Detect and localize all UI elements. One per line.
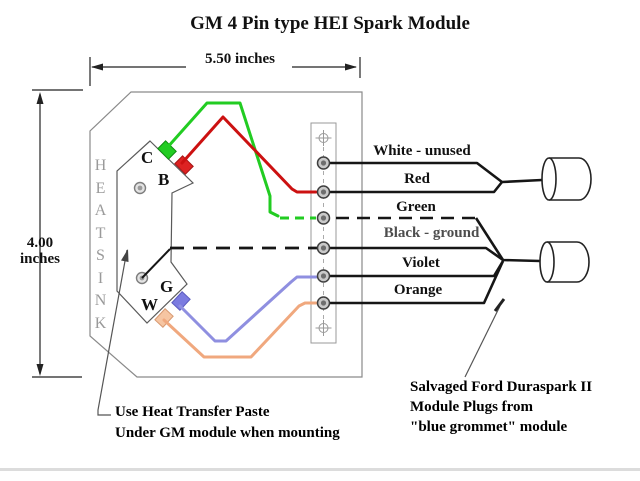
salvaged-plugs-note: Salvaged Ford Duraspark II Module Plugs … [410,377,592,437]
height-value: 4.00 [26,235,54,251]
plug-connector-top [541,157,592,201]
pin-block-g [171,291,191,311]
diagram-title: GM 4 Pin type HEI Spark Module [190,13,470,34]
strip-mount-hole-bottom [315,320,332,336]
height-dimension-label: 4.00 inches [14,235,66,267]
black-output-line [330,246,541,263]
heat-paste-note-line2: Under GM module when mounting [115,425,340,441]
wire-label-red: Red [404,171,430,187]
dim-arrow-up-icon [36,92,44,104]
terminal-screw-black [316,241,331,255]
pin-label-b: B [158,170,170,189]
pin-block-b [174,155,194,175]
dim-arrow-left-icon [91,63,103,71]
heat-paste-note: Use Heat Transfer Paste Under GM module … [115,402,340,444]
terminal-screw-white [316,156,331,170]
terminal-screw-orange [316,296,331,310]
watermark-band [0,468,640,471]
ground-wire-stub [141,248,171,279]
orange-wire [162,301,318,359]
width-dimension-label: 5.50 inches [204,51,275,67]
plug-connector-bottom [539,241,590,283]
salvaged-plugs-note-line2: Module Plugs from [410,399,534,415]
pin-label-c: C [141,148,154,167]
heatsink-letter: H [94,157,107,174]
terminal-screw-red [316,185,331,199]
heatsink-letter: E [95,179,106,197]
salvaged-plugs-note-line3: "blue grommet" module [410,419,568,435]
heatsink-vertical-label: H E A T S I N K [92,155,109,335]
heatsink-letter: T [95,224,106,242]
width-dimension [89,57,361,86]
wire-label-black: Black - ground [383,225,480,241]
wire-label-white: White - unused [373,143,471,159]
red-output-line [330,181,504,194]
heatsink-letter: K [94,314,107,332]
wire-label-violet: Violet [402,255,440,271]
pin-label-g: G [160,277,174,296]
terminal-screw-violet [316,269,331,283]
white-output-line [330,161,543,184]
pin-label-w: W [141,295,158,314]
heatsink-letter: A [94,202,107,219]
salvaged-plugs-note-line1: Salvaged Ford Duraspark II [410,379,593,395]
wire-label-green: Green [396,199,436,215]
dim-arrow-down-icon [36,364,44,376]
height-unit: inches [19,251,60,267]
heat-paste-leader [97,249,129,416]
dim-arrow-right-icon [345,63,357,71]
module-mount-screw-top [133,181,147,195]
leader-arrowhead-icon [121,249,129,262]
terminal-screw-green [316,211,331,225]
terminal-screws [316,156,331,310]
heatsink-letter: I [97,269,104,287]
strip-mount-hole-top [315,130,332,146]
heatsink-letter: S [96,247,105,264]
violet-wire [178,275,318,343]
heat-paste-note-line1: Use Heat Transfer Paste [115,404,270,420]
heatsink-letter: N [94,292,107,309]
green-output-line-diag [474,217,505,261]
plugs-leader [464,298,506,378]
orange-output-line [330,260,505,305]
height-dimension [32,89,83,378]
red-wire [180,115,318,194]
wire-label-orange: Orange [393,282,443,298]
